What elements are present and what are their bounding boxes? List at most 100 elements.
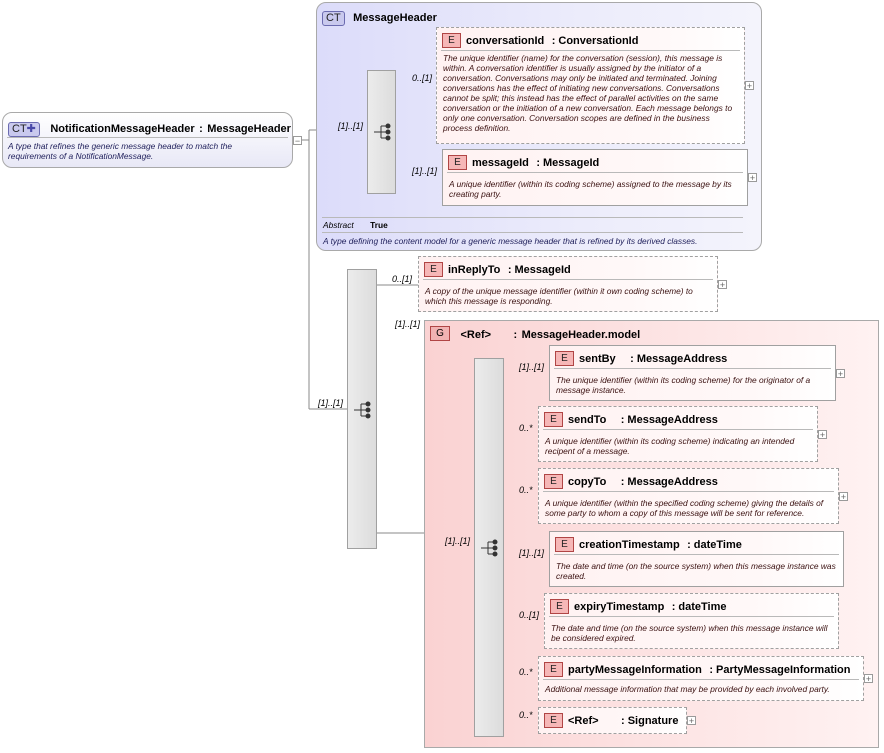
element-name: sentBy [579, 352, 616, 365]
cardinality: [1]..[1] [519, 548, 545, 558]
type-separator: : [551, 34, 556, 47]
element-type: MessageAddress [627, 413, 718, 426]
root-type: MessageHeader [207, 123, 291, 135]
element-doc: A unique identifier (within the specifie… [545, 498, 824, 518]
element-icon: E [544, 662, 563, 678]
cardinality: [1]..[1] [338, 121, 364, 131]
expand-toggle[interactable]: + [718, 280, 727, 290]
element-icon: E [555, 537, 574, 553]
element-icon: E [555, 351, 574, 367]
expand-toggle[interactable]: + [836, 369, 845, 379]
element-name: creationTimestamp [579, 538, 680, 551]
element-type: MessageId [514, 263, 571, 276]
element-doc: The date and time (on the source system)… [551, 623, 828, 643]
cardinality: 0..* [519, 423, 533, 433]
element-header: E<Ref> :Signature [544, 712, 679, 729]
element-doc: The unique identifier (name) for the con… [443, 53, 733, 133]
type-separator: : [621, 714, 625, 727]
cardinality: [1]..[1] [412, 166, 438, 176]
type-separator: : [709, 663, 713, 676]
cardinality: 0..* [519, 667, 533, 677]
type-separator: : [536, 156, 540, 169]
cardinality: 0..* [519, 710, 533, 720]
type-separator: : [507, 263, 512, 276]
element-type: Signature [627, 714, 679, 727]
divider [423, 279, 713, 280]
sequence-icon [374, 123, 391, 141]
element-name: partyMessageInformation [568, 663, 702, 676]
element-type: MessageAddress [636, 352, 728, 365]
message-header-doc: A type defining the content model for a … [323, 236, 698, 246]
sequence-compositor[interactable] [347, 269, 377, 549]
divider [554, 554, 839, 555]
cardinality: 0..[1] [392, 274, 413, 284]
expand-toggle[interactable]: + [839, 492, 848, 502]
group-ref: <Ref> [460, 329, 492, 341]
expand-toggle[interactable]: + [818, 430, 827, 440]
element-type: dateTime [693, 538, 742, 551]
message-header-title: CT MessageHeader [322, 8, 437, 26]
element-doc: A unique identifier (within its coding s… [545, 436, 795, 456]
cardinality: [1]..[1] [519, 362, 545, 372]
root-name: NotificationMessageHeader [50, 123, 195, 135]
divider [322, 217, 743, 218]
element-icon: E [544, 474, 563, 490]
expand-toggle[interactable]: + [748, 173, 757, 183]
sequence-compositor[interactable] [367, 70, 396, 194]
element-icon: E [442, 33, 461, 49]
root-header: CT✚ NotificationMessageHeader : MessageH… [8, 119, 291, 137]
element-icon: E [424, 262, 443, 278]
element-name: messageId [472, 156, 529, 169]
cardinality: [1]..[1] [318, 398, 344, 408]
element-doc: The date and time (on the source system)… [556, 561, 836, 581]
divider [543, 429, 813, 430]
divider [543, 491, 834, 492]
divider [543, 679, 859, 680]
sequence-compositor[interactable] [474, 358, 504, 737]
collapse-toggle[interactable]: − [293, 136, 302, 146]
expand-toggle[interactable]: + [864, 674, 873, 684]
sequence-icon [354, 401, 371, 419]
abstract-label: Abstract [323, 220, 354, 230]
element-name: conversationId [466, 34, 545, 47]
abstract-value: True [370, 220, 388, 230]
root-doc: A type that refines the generic message … [8, 141, 233, 161]
element-doc: The unique identifier (within its coding… [556, 375, 811, 395]
type-separator: : [199, 123, 203, 135]
element-icon: E [544, 412, 563, 428]
divider [554, 368, 831, 369]
type-separator: : [620, 475, 625, 488]
cardinality: [1]..[1] [395, 319, 421, 329]
cardinality: 0..* [519, 485, 533, 495]
type-separator: : [513, 329, 518, 341]
expand-toggle[interactable]: + [687, 716, 696, 726]
element-doc: A copy of the unique message identifier … [425, 286, 693, 306]
element-type: MessageId [543, 156, 600, 169]
element-ref: <Ref> [568, 714, 599, 727]
abstract-row: Abstract True [323, 220, 388, 230]
root-complex-type[interactable]: CT✚ NotificationMessageHeader : MessageH… [2, 112, 293, 168]
element-signature-ref[interactable]: E<Ref> :Signature [538, 707, 687, 734]
expand-toggle[interactable]: + [745, 81, 754, 91]
type-separator: : [620, 413, 625, 426]
cardinality: 0..[1] [412, 73, 433, 83]
type-separator: : [687, 538, 691, 551]
divider [549, 616, 834, 617]
